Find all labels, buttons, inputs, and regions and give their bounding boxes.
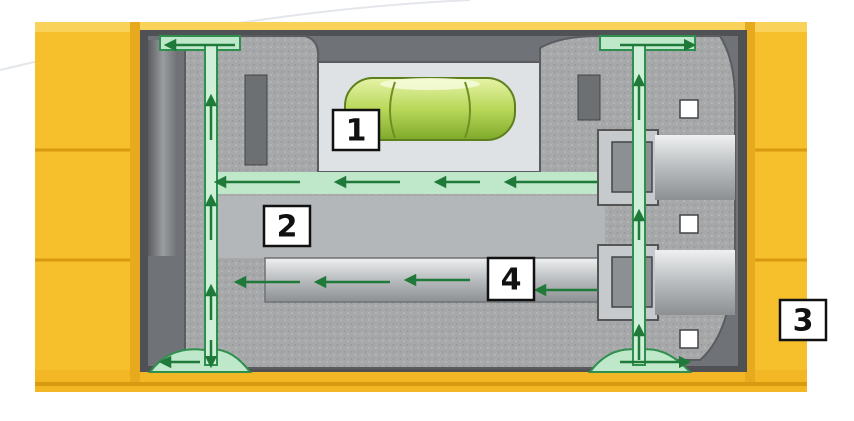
- callout-1-label: 1: [346, 114, 367, 149]
- left-wall: [148, 40, 178, 256]
- top-right-gasket: [599, 35, 696, 51]
- callout-3: 3: [778, 298, 828, 342]
- flow-arrows: [158, 38, 697, 369]
- callout-4: 4: [486, 256, 536, 302]
- top-left-gasket: [159, 35, 241, 51]
- callout-4-label: 4: [501, 263, 522, 298]
- slot-right: [577, 74, 601, 121]
- bubble-vial: [344, 77, 516, 141]
- callout-3-label: 3: [793, 304, 814, 339]
- callout-1: 1: [331, 108, 381, 152]
- callout-2: 2: [262, 204, 312, 248]
- callout-2-label: 2: [277, 210, 298, 245]
- slot-left: [244, 74, 268, 166]
